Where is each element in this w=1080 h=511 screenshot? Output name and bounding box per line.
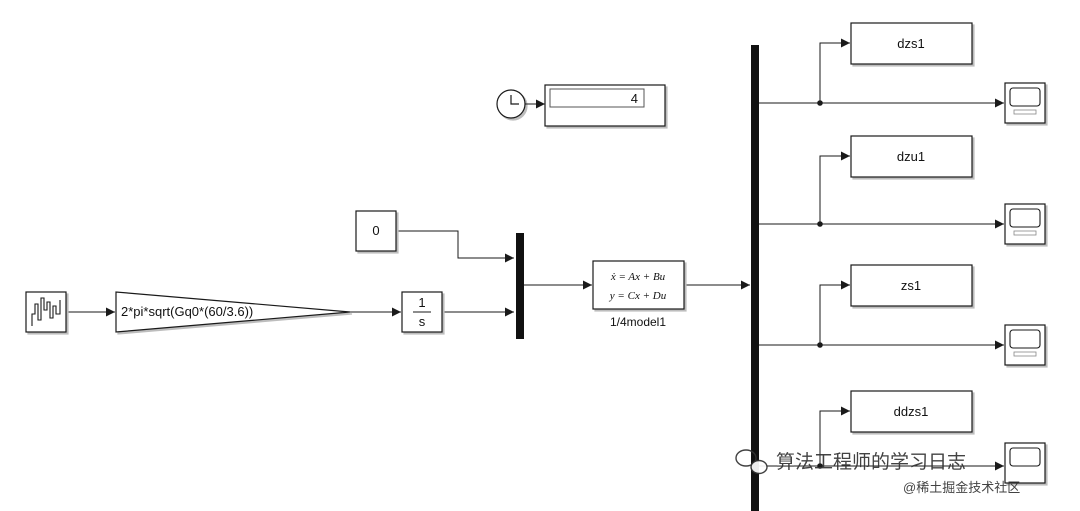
branch-point-1 — [817, 100, 823, 106]
random-number-block[interactable] — [25, 291, 67, 333]
watermark-subtitle: @稀土掘金技术社区 — [903, 480, 1020, 495]
wire-branch-to-dzu1[interactable] — [819, 151, 850, 224]
watermark: 算法工程师的学习日志 @稀土掘金技术社区 — [735, 449, 1020, 495]
scope-block-3[interactable] — [1004, 324, 1046, 366]
scope-block-4[interactable] — [1004, 442, 1046, 484]
wechat-icon — [735, 449, 768, 475]
variable-name: dzs1 — [897, 36, 924, 51]
integrator-denominator: s — [419, 314, 426, 329]
to-workspace-zs1[interactable]: zs1 — [850, 264, 973, 307]
to-workspace-ddzs1[interactable]: ddzs1 — [850, 390, 973, 433]
state-equation: ẋ = Ax + Bu — [610, 271, 666, 283]
scope-base — [1013, 109, 1037, 115]
wire-branch-to-ddzs1[interactable] — [819, 406, 850, 466]
constant-value: 0 — [372, 223, 379, 238]
scope-base — [1013, 351, 1037, 357]
to-workspace-dzs1[interactable]: dzs1 — [850, 22, 973, 65]
variable-name: ddzs1 — [894, 404, 929, 419]
display-value: 4 — [631, 91, 638, 106]
clock-icon — [510, 95, 519, 105]
wire-branch-to-dzs1[interactable] — [819, 38, 850, 103]
random-signal-icon — [31, 297, 61, 326]
scope-icon — [1009, 208, 1041, 228]
scope-icon — [1009, 447, 1041, 467]
signal-lines — [67, 38, 1004, 471]
mux-block[interactable] — [516, 233, 524, 339]
display-screen — [549, 88, 645, 108]
branch-point-4 — [817, 463, 823, 469]
branch-point-3 — [817, 342, 823, 348]
branch-point-2 — [817, 221, 823, 227]
watermark-title: 算法工程师的学习日志 — [776, 451, 966, 473]
wire-constant-to-mux[interactable] — [397, 230, 514, 263]
state-space-name: 1/4model1 — [610, 315, 666, 329]
variable-name: dzu1 — [897, 149, 925, 164]
integrator-block[interactable]: 1 s — [401, 291, 443, 333]
gain-block[interactable]: 2*pi*sqrt(Gq0*(60/3.6)) — [115, 291, 351, 333]
scope-block-1[interactable] — [1004, 82, 1046, 124]
scope-icon — [1009, 87, 1041, 107]
to-workspace-dzu1[interactable]: dzu1 — [850, 135, 973, 178]
wire-branch-to-zs1[interactable] — [819, 280, 850, 345]
variable-name: zs1 — [901, 278, 921, 293]
gain-label: 2*pi*sqrt(Gq0*(60/3.6)) — [121, 304, 253, 319]
scope-block-2[interactable] — [1004, 203, 1046, 245]
constant-block[interactable]: 0 — [355, 210, 397, 252]
scope-base — [1013, 230, 1037, 236]
integrator-numerator: 1 — [418, 295, 425, 310]
demux-block[interactable] — [751, 45, 759, 511]
display-block[interactable]: 4 — [544, 84, 666, 127]
scope-icon — [1009, 329, 1041, 349]
state-space-block[interactable]: ẋ = Ax + Bu y = Cx + Du 1/4model1 — [592, 260, 685, 329]
output-equation: y = Cx + Du — [609, 290, 667, 302]
clock-block[interactable] — [496, 89, 545, 119]
